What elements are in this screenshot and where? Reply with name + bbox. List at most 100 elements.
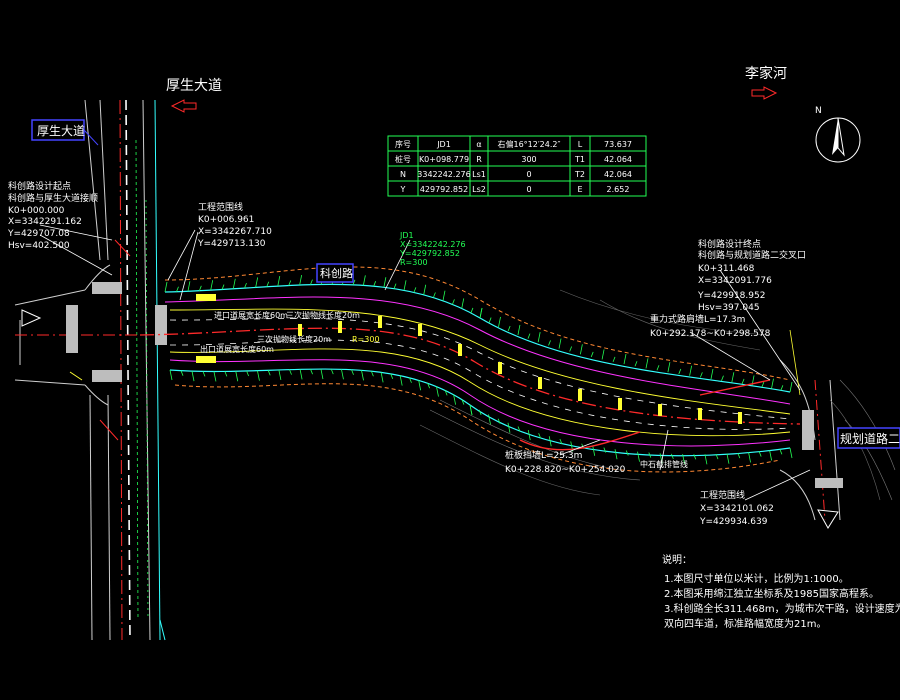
table-cell: Y [400,185,406,194]
lane-annotations: 进口道展宽长度60m 三次抛物线长度20m 出口道展宽长度60m 三次抛物线长度… [200,310,688,469]
label-planned-road: 规划道路二 [840,431,900,446]
station-tick [578,389,582,401]
note-1: 1.本图尺寸单位以米计，比例为1:1000。 [664,572,849,585]
planned-road-intersection [779,329,896,529]
end-x: X=3342091.776 [698,276,772,286]
start-title: 科创路设计起点 [8,180,71,192]
table-cell: 42.064 [604,170,632,179]
station-tick [698,408,702,420]
boundary-right-y: Y=429934.639 [699,517,768,527]
boundary-left-y: Y=429713.130 [197,239,266,249]
lijiahe-direction-text: 李家河 [745,65,787,82]
leader-lines [39,224,811,501]
gravity-wall-annotation: 重力式路肩墙L=17.3m K0+292.178~K0+298.578 [650,313,771,339]
slope-hatching-north [164,274,793,393]
table-cell: K0+098.779 [419,155,469,164]
start-elev: Hsv=402.500 [8,241,70,251]
crosswalk-right [802,410,814,450]
crosswalk-west [66,305,78,353]
table-cell: 序号 [395,139,411,149]
stop-bar-north [196,294,216,301]
table-cell: T2 [574,170,585,179]
label-keji-road: 科创路 [320,266,353,280]
exit-widening-label: 出口道展宽长度60m [200,344,274,354]
station-tick [538,377,542,389]
table-cell: N [400,170,406,179]
housheng-direction-text: 厚生大道 [166,78,222,94]
table-cell: 0 [526,185,531,194]
start-desc: 科创路与厚生大道接顺 [8,192,98,204]
station-marks [298,316,742,424]
label-box-housheng: 厚生大道 [31,119,99,146]
drain-label: 中石截排管线 [640,459,688,469]
crosswalk-north [92,282,122,294]
jd-x: X=3342242.276 [400,240,466,249]
station-tick [338,321,342,333]
pile-wall-range: K0+228.820~K0+254.020 [505,465,626,475]
station-tick [498,362,502,374]
start-station: K0+000.000 [8,206,65,216]
table-cell: 2.652 [607,185,630,194]
gravity-wall-range: K0+292.178~K0+298.578 [650,329,771,339]
station-tick [298,324,302,336]
jd-name: JD1 [399,231,414,240]
end-title: 科创路设计终点 [698,238,761,250]
station-tick [458,344,462,356]
table-cell: 300 [521,155,536,164]
jd-radius: R=300 [400,258,428,267]
slope-hatching-south [169,368,793,465]
jd-annotation: JD1 X=3342242.276 Y=429792.852 R=300 [399,231,466,267]
station-tick [418,324,422,336]
direction-label-housheng: 厚生大道 [166,78,222,113]
jd-y: Y=429792.852 [399,249,460,258]
table-cell: 0 [526,170,531,179]
start-x: X=3342291.162 [8,217,82,227]
end-y: Y=429918.952 [697,291,765,301]
boundary-right-title: 工程范围线 [700,489,745,501]
start-point-annotation: 科创路设计起点 科创路与厚生大道接顺 K0+000.000 X=3342291.… [7,180,98,251]
boundary-left-annotation: 工程范围线 K0+006.961 X=3342267.710 Y=429713.… [197,201,272,249]
end-station: K0+311.468 [698,264,755,274]
station-tick [378,316,382,328]
keji-road-corridor [139,266,801,496]
notes-block: 说明： 1.本图尺寸单位以米计，比例为1:1000。 2.本图采用绵江独立坐标系… [662,553,900,630]
table-cell: Ls1 [472,170,486,179]
boundary-left-title: 工程范围线 [198,201,243,213]
table-cell: 桩号 [395,154,411,164]
table-cell: 73.637 [604,140,632,149]
table-cell: E [577,185,582,194]
crosswalk-right-south [815,478,843,488]
table-cell: 3342242.276 [417,170,470,179]
table-cell: α [476,140,481,149]
table-cell: Ls2 [472,185,486,194]
crosswalk-south [92,370,122,382]
boundary-left-x: X=3342267.710 [198,227,272,237]
boundary-right-x: X=3342101.062 [700,504,774,514]
gravity-wall-title: 重力式路肩墙L=17.3m [650,313,745,325]
pile-wall-title: 桩板挡墙L=25.3m [505,449,582,461]
end-elev: Hsv=397.045 [698,303,760,313]
end-point-annotation: 科创路设计终点 科创路与规划道路二交叉口 K0+311.468 X=334209… [697,238,806,313]
table-cell: L [578,140,583,149]
arrow-right-icon [751,86,778,100]
label-housheng-road: 厚生大道 [37,124,85,138]
cubic-curve-label-1: 三次抛物线长度20m [286,310,360,320]
boundary-left-station: K0+006.961 [198,215,254,225]
north-letter: N [815,106,822,116]
note-2: 2.本图采用绵江独立坐标系及1985国家高程系。 [664,587,879,600]
start-y: Y=429707.08 [7,229,70,239]
entry-widening-label: 进口道展宽长度60m [214,310,288,320]
table-cell: JD1 [436,140,451,149]
end-desc: 科创路与规划道路二交叉口 [698,249,806,261]
label-box-keji: 科创路 [316,263,354,283]
stop-bar-south [196,356,216,363]
arrow-left-icon [170,99,197,113]
boundary-right-annotation: 工程范围线 X=3342101.062 Y=429934.639 [699,489,774,527]
cubic-curve-label-2: 三次抛物线长度20m [257,334,331,344]
table-cell: R [476,155,482,164]
station-tick [658,404,662,416]
direction-label-lijiahe: 李家河 [745,65,787,100]
